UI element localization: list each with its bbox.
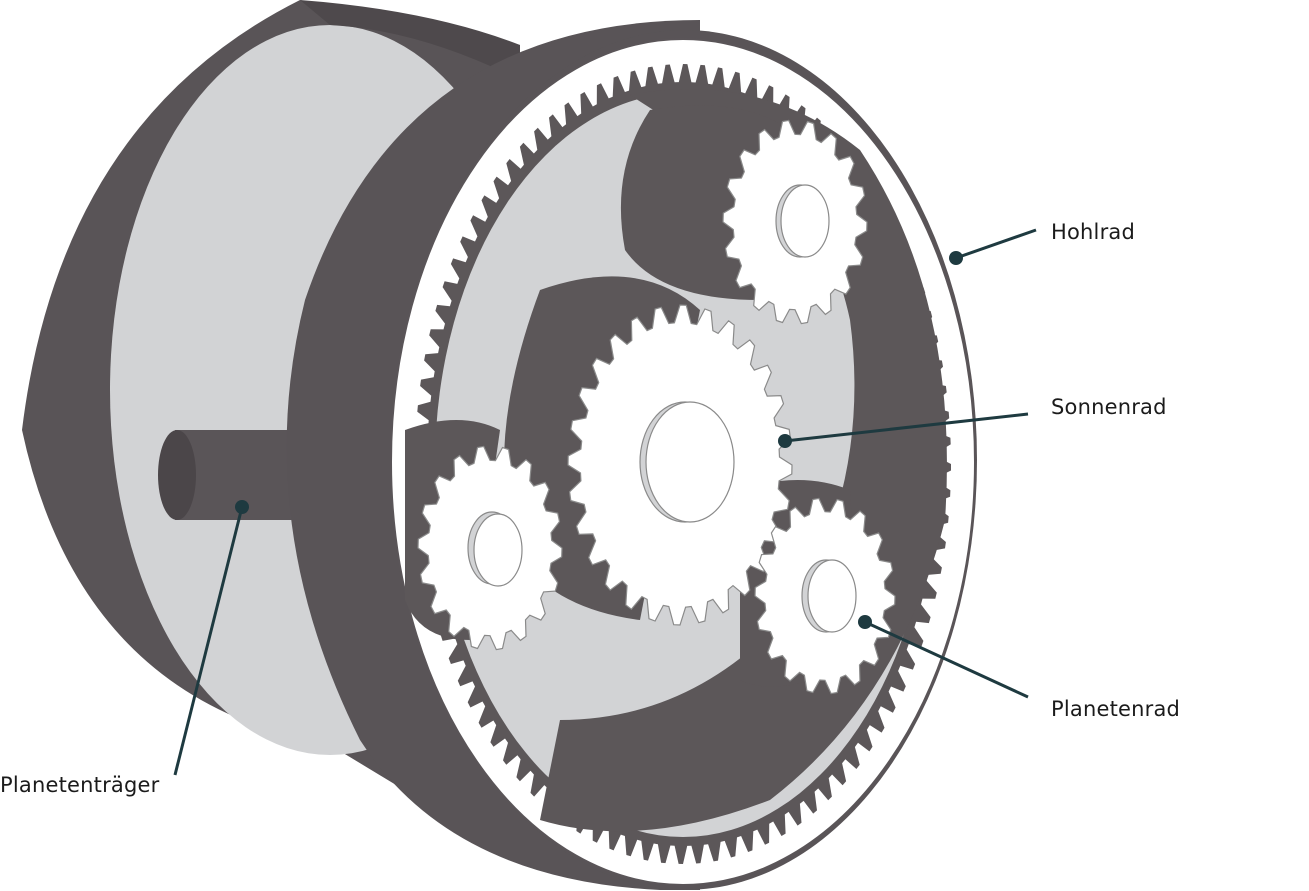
leader-sonnenrad-dot <box>778 434 792 448</box>
planet-gear-top <box>722 119 868 325</box>
planet-gear-left-hub <box>473 513 523 587</box>
label-planetentraeger: Planetenträger <box>0 773 160 797</box>
leader-planetentraeger-dot <box>235 500 249 514</box>
leader-planetenrad-dot <box>858 615 872 629</box>
carrier-drum-rim <box>300 0 520 80</box>
leader-lines <box>173 228 1037 776</box>
planet-gear-top-hub <box>780 184 830 258</box>
sun-gear-hub <box>645 401 735 523</box>
label-hohlrad: Hohlrad <box>1051 220 1136 244</box>
planet-gear-left <box>417 445 563 651</box>
leader-planetenrad <box>864 620 1029 699</box>
sun-gear <box>567 304 793 626</box>
planet-gear-right-hub <box>807 559 857 633</box>
carrier-shaft-end <box>158 430 196 520</box>
label-planetenrad: Planetenrad <box>1051 697 1181 721</box>
label-sonnenrad: Sonnenrad <box>1051 395 1167 419</box>
planet-gear-right <box>754 497 896 695</box>
leader-planetentraeger <box>173 506 244 776</box>
leader-hohlrad <box>955 228 1037 260</box>
leader-sonnenrad <box>784 412 1029 443</box>
leader-hohlrad-dot <box>949 251 963 265</box>
